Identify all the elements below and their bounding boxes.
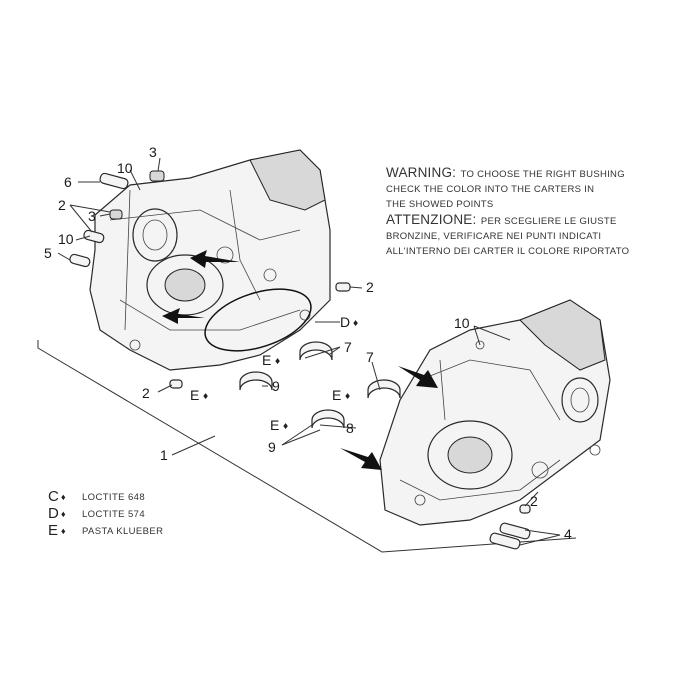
warning-heading-it: ATTENZIONE: — [386, 212, 477, 227]
assembly-outline — [37, 340, 577, 553]
callout-5: 5 — [44, 245, 52, 261]
svg-text:♦: ♦ — [344, 392, 351, 401]
callout-e-left: E — [190, 387, 199, 403]
callout-2-left-top: 2 — [58, 197, 66, 213]
callout-6: 6 — [64, 174, 72, 190]
drop-icon: ♦ — [61, 526, 66, 536]
svg-text:♦: ♦ — [352, 319, 359, 328]
callout-10-mid: 10 — [58, 231, 74, 247]
drop-markers: ♦ ♦ ♦ ♦ ♦ — [202, 319, 359, 431]
right-crankcase-half — [379, 299, 611, 526]
callout-2-right-bottom: 2 — [530, 493, 538, 509]
leader-lines — [57, 157, 561, 546]
callout-2-left-bottom: 2 — [142, 385, 150, 401]
warning-line2-en: CHECK THE COLOR INTO THE CARTERS IN — [386, 184, 595, 195]
legend-letter-e: E — [48, 522, 59, 539]
callout-8: 8 — [346, 420, 354, 436]
plugs — [109, 170, 165, 220]
loctite-area-outline — [204, 288, 312, 352]
drop-icon: ♦ — [61, 509, 66, 519]
callout-7-lower: 7 — [366, 349, 374, 365]
callout-10-top: 10 — [117, 160, 133, 176]
callout-d: D — [340, 314, 350, 330]
callout-9-upper: 9 — [272, 378, 280, 394]
main-bearing-bushings — [239, 341, 401, 429]
check-point-arrows-right — [340, 366, 438, 470]
callout-9-lower: 9 — [268, 439, 276, 455]
warning-heading-en: WARNING: — [386, 165, 457, 180]
callouts: 1 2 2 2 2 3 3 4 5 6 7 7 8 9 9 10 10 10 D… — [44, 144, 572, 542]
legend-letter-c: C — [48, 488, 59, 505]
legend-text-d: LOCTITE 574 — [82, 509, 146, 520]
callout-1: 1 — [160, 447, 168, 463]
legend-text-e: PASTA KLUEBER — [82, 526, 164, 537]
check-point-arrows-left — [162, 250, 240, 324]
svg-text:♦: ♦ — [282, 422, 289, 431]
drop-icon: ♦ — [61, 492, 66, 502]
callout-3-mid: 3 — [88, 208, 96, 224]
warning-line1-en: TO CHOOSE THE RIGHT BUSHING — [460, 169, 625, 180]
warning-line2-it: BRONZINE, VERIFICARE NEI PUNTI INDICATI — [386, 231, 602, 242]
callout-e-lower: E — [270, 417, 279, 433]
svg-text:♦: ♦ — [202, 392, 209, 401]
svg-text:♦: ♦ — [274, 357, 281, 366]
callout-e-upper: E — [262, 352, 271, 368]
legend-text-c: LOCTITE 648 — [82, 492, 146, 503]
warning-line3-en: THE SHOWED POINTS — [386, 199, 494, 210]
callout-2-right-top: 2 — [366, 279, 374, 295]
dowel-pins — [69, 172, 531, 550]
legend-letter-d: D — [48, 505, 59, 522]
callout-e-right: E — [332, 387, 341, 403]
warning-line1-it: PER SCEGLIERE LE GIUSTE — [480, 216, 617, 227]
callout-4: 4 — [564, 526, 572, 542]
callout-3-top: 3 — [149, 144, 157, 160]
warning-line3-it: ALL'INTERNO DEI CARTER IL COLORE RIPORTA… — [386, 246, 630, 257]
callout-7-upper: 7 — [344, 339, 352, 355]
callout-10-right: 10 — [454, 315, 470, 331]
